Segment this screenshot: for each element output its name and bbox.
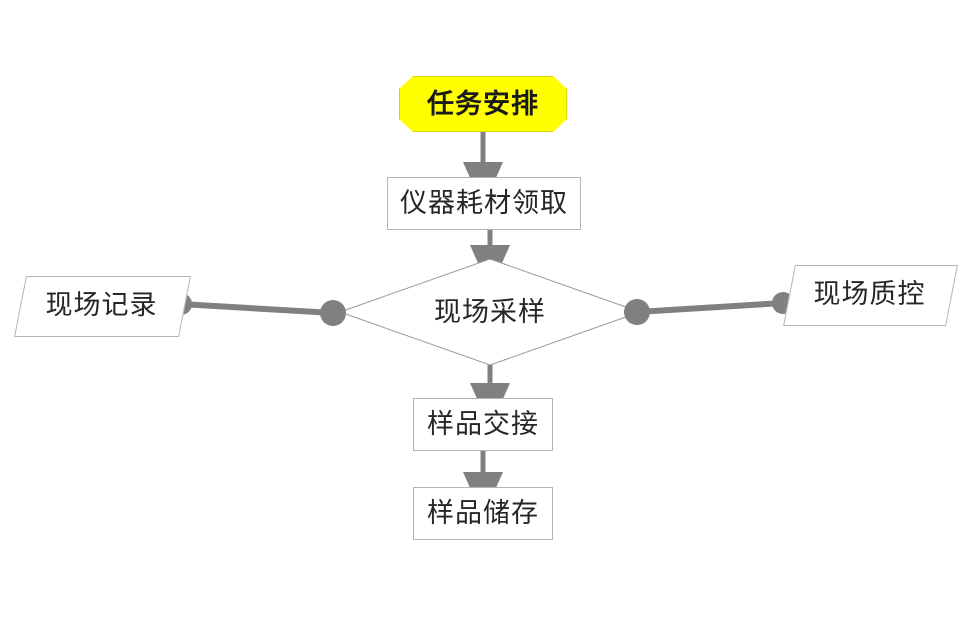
node-instrument-supplies-label: 仪器耗材领取 — [400, 188, 568, 219]
edge-record-to-sampling — [170, 293, 346, 326]
node-task-arrangement[interactable]: 任务安排 — [399, 76, 567, 132]
node-onsite-quality-control[interactable]: 现场质控 — [783, 265, 958, 326]
node-onsite-record[interactable]: 现场记录 — [14, 276, 191, 337]
node-task-arrangement-label: 任务安排 — [427, 88, 539, 120]
node-instrument-supplies[interactable]: 仪器耗材领取 — [387, 177, 581, 230]
node-onsite-quality-control-label: 现场质控 — [813, 279, 926, 310]
edge-sampling-to-qc — [624, 292, 794, 325]
node-onsite-record-label: 现场记录 — [45, 290, 158, 321]
node-sample-storage[interactable]: 样品储存 — [413, 487, 553, 540]
node-sample-storage-label: 样品储存 — [427, 498, 539, 529]
node-sample-handover[interactable]: 样品交接 — [413, 398, 553, 451]
node-sample-handover-label: 样品交接 — [427, 409, 539, 440]
node-onsite-sampling-label: 现场采样 — [434, 296, 546, 328]
node-onsite-sampling[interactable]: 现场采样 — [340, 259, 640, 365]
